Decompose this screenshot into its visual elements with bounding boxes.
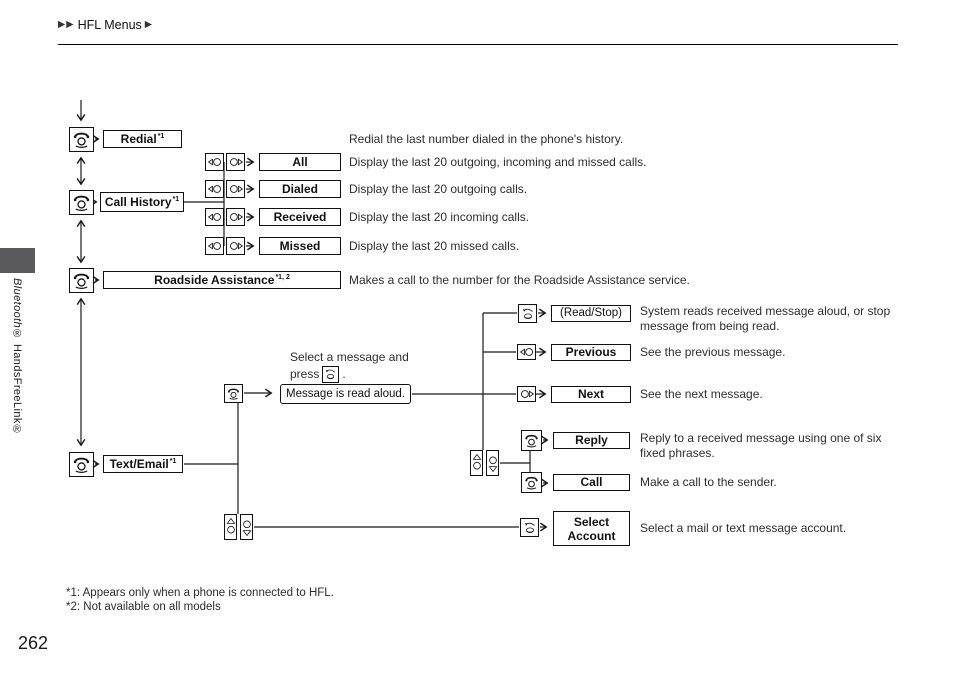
seek-down-icon — [240, 514, 253, 540]
seek-down-icon — [486, 450, 499, 476]
menu-item-dialed: Dialed — [259, 180, 341, 198]
menu-item-label: Call History — [104, 194, 172, 209]
dial-right-icon — [226, 208, 245, 226]
description-roadside: Makes a call to the number for the Roads… — [349, 273, 690, 287]
description-previous: See the previous message. — [640, 345, 786, 359]
phone-pickup-icon — [69, 268, 94, 293]
description-reply: Reply to a received message using one of… — [640, 431, 882, 460]
phone-pickup-icon — [69, 127, 94, 152]
phone-pickup-icon — [521, 430, 542, 451]
knob-press-icon — [518, 304, 537, 323]
menu-item-previous: Previous — [551, 344, 631, 361]
dial-left-icon — [205, 237, 224, 255]
menu-item-redial: Redial*1 — [103, 130, 182, 148]
dial-left-icon — [205, 180, 224, 198]
menu-item-received: Received — [259, 208, 341, 226]
footnote-2: *2: Not available on all models — [66, 601, 221, 613]
phone-pickup-icon — [224, 384, 243, 403]
description-read-stop: System reads received message aloud, or … — [640, 304, 891, 333]
breadcrumb: ▶▶ HFL Menus ▶ — [58, 18, 153, 32]
footnote-marker: *1 — [172, 195, 180, 203]
dial-right-icon — [226, 237, 245, 255]
note-period: . — [342, 367, 346, 381]
phone-pickup-icon — [69, 452, 94, 477]
sidebar-title-regular: HandsFreeLink® — [11, 340, 23, 437]
menu-item-label: Redial — [120, 131, 157, 146]
breadcrumb-arrow-icon: ▶ — [144, 19, 154, 31]
footnote-1: *1: Appears only when a phone is connect… — [66, 587, 334, 599]
dial-right-icon — [226, 153, 245, 171]
description-dialed: Display the last 20 outgoing calls. — [349, 182, 528, 196]
dial-left-icon — [517, 344, 536, 360]
menu-item-next: Next — [551, 386, 631, 403]
dial-left-icon — [205, 153, 224, 171]
description-select-account: Select a mail or text message account. — [640, 521, 847, 535]
seek-up-icon — [470, 450, 483, 476]
footnote-marker: *1 — [157, 132, 165, 140]
phone-pickup-icon — [521, 472, 542, 493]
knob-press-icon — [322, 366, 340, 383]
note-press: press — [290, 367, 320, 381]
message-read-aloud-box: Message is read aloud. — [280, 384, 411, 404]
menu-item-roadside-assistance: Roadside Assistance*1, 2 — [103, 271, 341, 289]
note-line1: Select a message and — [290, 350, 409, 364]
breadcrumb-label: HFL Menus — [77, 18, 142, 32]
menu-item-text-email: Text/Email*1 — [103, 455, 183, 473]
seek-up-icon — [224, 514, 237, 540]
description-next: See the next message. — [640, 387, 763, 401]
select-message-note: Select a message and press . — [290, 349, 409, 383]
sidebar-section-tab — [0, 248, 35, 273]
menu-item-label: Roadside Assistance — [154, 272, 275, 287]
menu-item-read-stop: (Read/Stop) — [551, 305, 631, 322]
footnote-marker: *1 — [169, 457, 177, 465]
description-all: Display the last 20 outgoing, incoming a… — [349, 155, 647, 169]
footnote-marker: *1, 2 — [275, 273, 290, 281]
menu-item-select-account: Select Account — [553, 511, 630, 546]
menu-item-reply: Reply — [553, 432, 630, 449]
dial-left-icon — [205, 208, 224, 226]
sidebar-section-title: Bluetooth® HandsFreeLink® — [11, 278, 23, 478]
menu-item-label: Text/Email — [109, 456, 169, 471]
description-redial: Redial the last number dialed in the pho… — [349, 132, 624, 146]
menu-item-call-history: Call History*1 — [100, 192, 184, 212]
menu-item-missed: Missed — [259, 237, 341, 255]
description-call: Make a call to the sender. — [640, 475, 777, 489]
phone-pickup-icon — [69, 190, 94, 215]
dial-right-icon — [517, 386, 536, 402]
menu-item-all: All — [259, 153, 341, 171]
header-rule — [58, 44, 898, 46]
sidebar-title-italic: Bluetooth® — [11, 278, 23, 341]
description-received: Display the last 20 incoming calls. — [349, 210, 530, 224]
breadcrumb-arrows-icon: ▶▶ — [58, 19, 75, 31]
description-missed: Display the last 20 missed calls. — [349, 239, 520, 253]
page-number: 262 — [18, 633, 49, 653]
dial-right-icon — [226, 180, 245, 198]
knob-press-icon — [520, 518, 539, 537]
menu-item-call: Call — [553, 474, 630, 491]
